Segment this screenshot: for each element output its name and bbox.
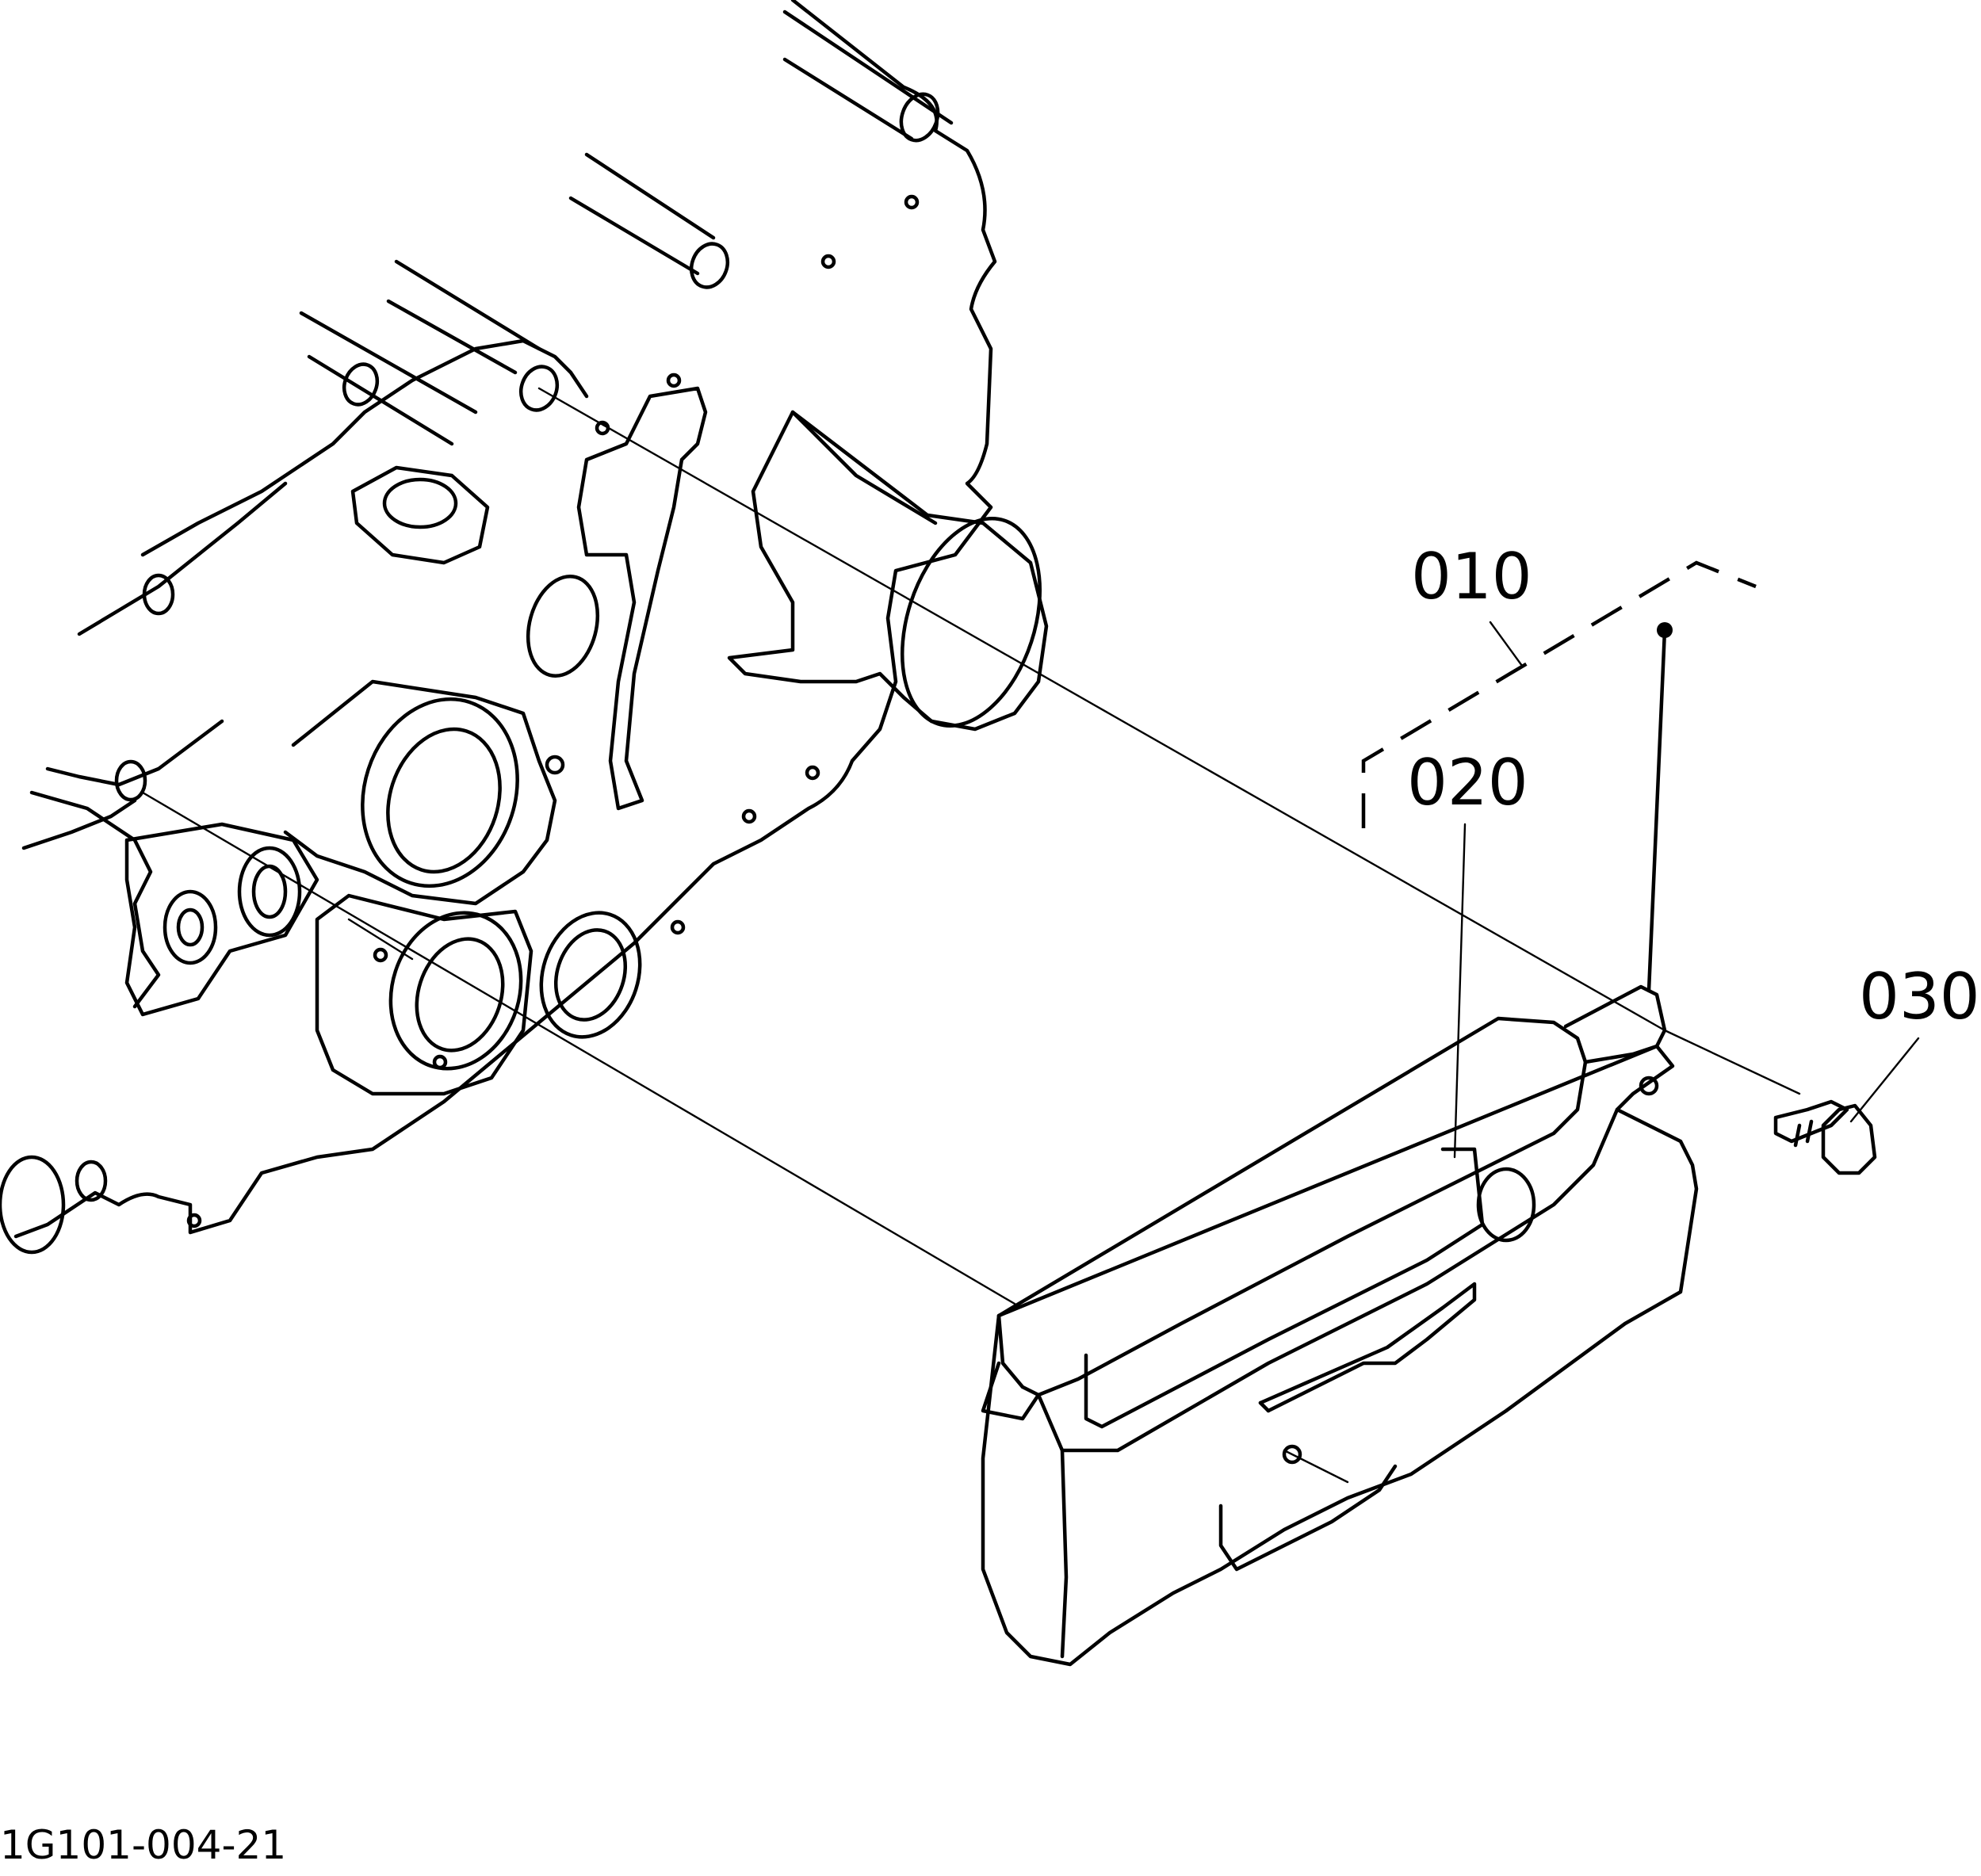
callout-label-010: 010 — [1411, 540, 1532, 613]
callout-020: 020 — [1407, 746, 1528, 1159]
callout-label-020: 020 — [1407, 746, 1528, 820]
callout-label-030: 030 — [1859, 960, 1980, 1034]
callout-030: 030 — [1849, 960, 1980, 1123]
assembly-lines — [141, 387, 1801, 1484]
drawing-code: 1G101-004-21 — [0, 1822, 286, 1868]
part-030-bolt — [1773, 1099, 1877, 1175]
callout-010: 010 — [1361, 540, 1757, 993]
gear-case-housing — [0, 0, 1049, 1255]
part-020-shield — [981, 984, 1699, 1667]
